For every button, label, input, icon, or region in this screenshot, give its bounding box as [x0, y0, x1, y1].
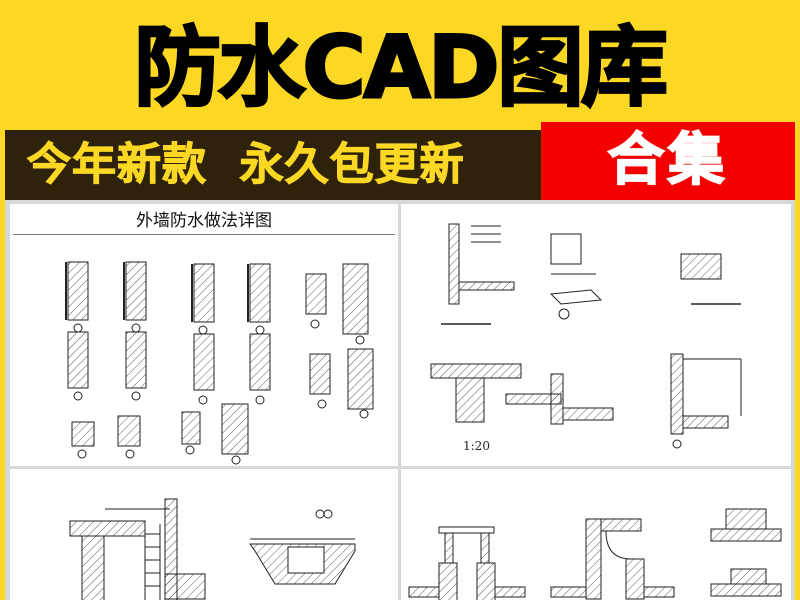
title-divider: [13, 234, 395, 235]
exterior-wall-drawings: [65, 261, 374, 465]
collection-badge: 合集: [541, 122, 795, 200]
pit-drawings: [69, 498, 356, 600]
subtitle-band: 今年新款 永久包更新: [5, 130, 542, 200]
page-title: 防水CAD图库: [133, 17, 669, 120]
roof-details-panel: [401, 469, 791, 600]
preview-grid: 外墙防水做法详图: [5, 200, 795, 600]
scale-label: 1:20: [463, 439, 490, 453]
pit-details-panel: [10, 469, 398, 600]
basement-wall-panel: 1:20: [401, 204, 791, 466]
exterior-wall-title: 外墙防水做法详图: [136, 211, 272, 231]
exterior-wall-panel: 外墙防水做法详图: [10, 204, 398, 466]
basement-wall-drawings: [430, 223, 742, 449]
roof-drawings: [408, 508, 782, 600]
